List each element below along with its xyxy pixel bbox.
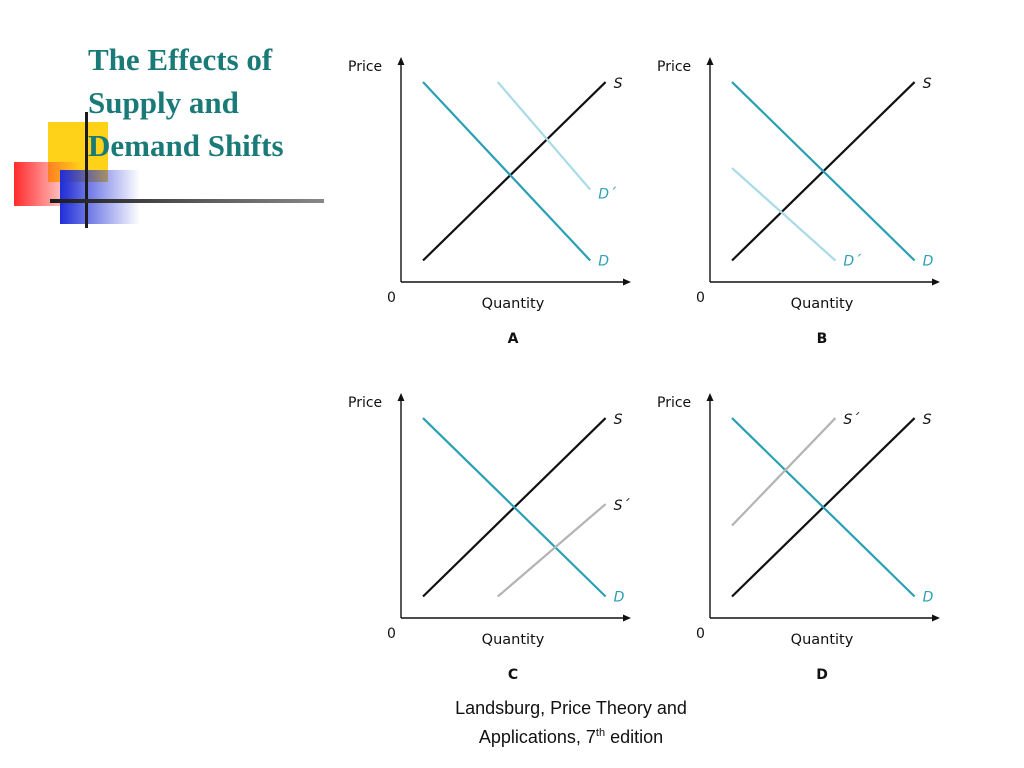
x-axis-arrow (932, 278, 940, 286)
panel-label: A (508, 331, 519, 347)
x-axis-label: Quantity (791, 296, 854, 312)
series-label-demand: D (614, 590, 625, 606)
x-axis-arrow (932, 614, 940, 622)
series-line-demand-shift (731, 167, 837, 262)
y-axis-label: Price (657, 59, 691, 75)
slide-title: The Effects of Supply and Demand Shifts (88, 42, 284, 163)
y-axis-arrow (706, 393, 714, 401)
series-line-demand-shift (496, 81, 592, 191)
logo-vertical-line (85, 112, 88, 228)
y-axis-label: Price (348, 59, 382, 75)
series-label-demand-shift: D´ (598, 187, 617, 203)
series-label-supply-shift: S´ (843, 412, 860, 428)
series-label-demand: D (923, 590, 934, 606)
series-label-demand: D (598, 254, 609, 270)
origin-label: 0 (696, 626, 705, 642)
x-axis-arrow (623, 278, 631, 286)
panel-label: B (817, 331, 828, 347)
y-axis-label: Price (348, 395, 382, 411)
y-axis-arrow (397, 393, 405, 401)
footer-line-2-suffix: edition (605, 727, 664, 747)
footer-line-2-superscript: th (595, 727, 606, 739)
series-line-demand (422, 417, 607, 598)
y-axis-arrow (706, 57, 714, 65)
footer-line-2: Applications, 7th edition (479, 727, 663, 747)
series-label-demand-shift: D´ (843, 254, 862, 270)
series-label-supply-shift: S´ (614, 498, 631, 514)
x-axis-arrow (623, 614, 631, 622)
origin-label: 0 (387, 290, 396, 306)
slide-logo-decoration (0, 0, 340, 240)
origin-label: 0 (696, 290, 705, 306)
origin-label: 0 (387, 626, 396, 642)
series-line-demand (422, 81, 592, 262)
logo-blue-square (60, 170, 140, 224)
series-line-demand (731, 417, 916, 598)
slide-footer: Landsburg, Price Theory and Applications… (420, 698, 722, 750)
series-label-supply: S (614, 76, 623, 92)
logo-horizontal-line (50, 199, 324, 203)
series-label-supply: S (923, 76, 932, 92)
series-line-supply-shift (731, 417, 837, 527)
series-label-supply: S (923, 412, 932, 428)
x-axis-label: Quantity (791, 632, 854, 648)
x-axis-label: Quantity (482, 632, 545, 648)
series-label-supply: S (614, 412, 623, 428)
x-axis-label: Quantity (482, 296, 545, 312)
y-axis-label: Price (657, 395, 691, 411)
footer-line-1: Landsburg, Price Theory and (455, 698, 687, 718)
y-axis-arrow (397, 57, 405, 65)
panel-label: C (508, 667, 518, 683)
series-line-supply-shift (497, 503, 607, 598)
panel-label: D (816, 667, 828, 683)
series-label-demand: D (923, 254, 934, 270)
footer-line-2-prefix: Applications, 7 (478, 727, 596, 747)
series-line-supply (422, 81, 607, 262)
series-line-demand (731, 81, 916, 262)
